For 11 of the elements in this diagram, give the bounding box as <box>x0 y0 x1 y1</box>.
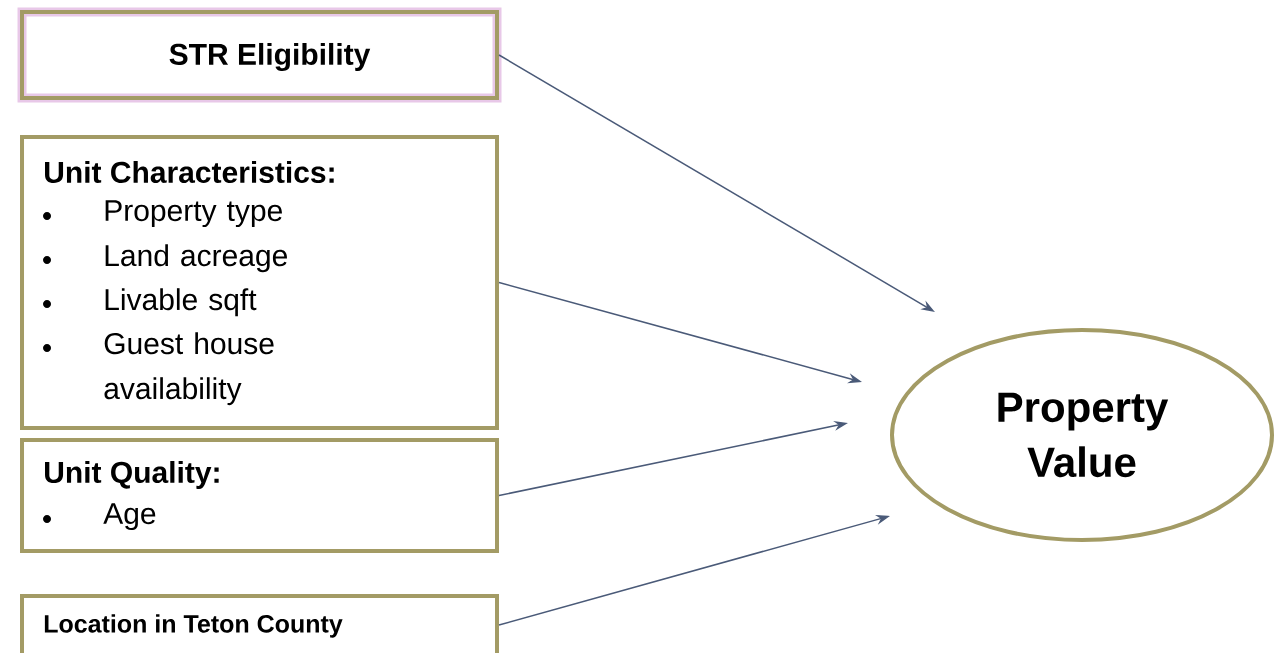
list-box <box>20 135 499 430</box>
box-heading: Unit Characteristics: <box>45 161 334 183</box>
list-box <box>20 438 499 553</box>
box-heading: Unit Quality: <box>45 461 219 489</box>
list-item: Property type <box>105 200 282 228</box>
text-box: Location in Teton County <box>20 594 499 653</box>
list-item: Guest house availability <box>104 332 274 406</box>
text-box: STR Eligibility <box>17 7 502 103</box>
list-item: Livable sqft <box>105 288 257 317</box>
list-item: Land acreage <box>105 244 287 273</box>
list-item: Age <box>103 503 156 531</box>
